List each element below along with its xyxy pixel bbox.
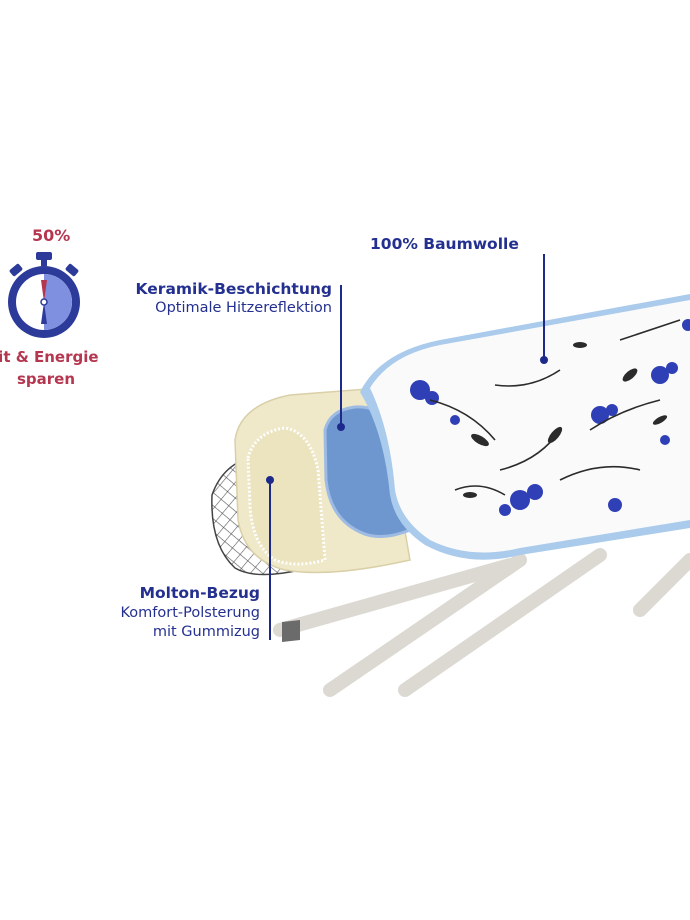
badge-percent: 50% <box>32 226 71 245</box>
floral-pattern <box>410 319 690 516</box>
baumwolle-title: 100% Baumwolle <box>370 235 519 253</box>
keramik-callout-dot <box>337 423 345 431</box>
molton-label: Molton-Bezug Komfort-Polsterung mit Gumm… <box>86 584 260 640</box>
stopwatch-icon <box>8 252 80 338</box>
badge-text-line1: eit & Energie <box>0 348 99 366</box>
baumwolle-label: 100% Baumwolle <box>370 235 519 253</box>
keramik-title: Keramik-Beschichtung <box>135 280 332 298</box>
molton-callout-dot <box>266 476 274 484</box>
keramik-subtitle: Optimale Hitzereflektion <box>155 300 332 316</box>
molton-line1: Komfort-Polsterung <box>120 605 260 621</box>
cotton-cover <box>370 300 690 553</box>
baumwolle-callout-dot <box>540 356 548 364</box>
molton-callout-line <box>269 480 271 640</box>
baumwolle-callout-line <box>543 254 545 358</box>
keramik-callout-line <box>340 285 342 425</box>
molton-title: Molton-Bezug <box>139 584 260 602</box>
molton-line2: mit Gummizug <box>152 624 260 640</box>
keramik-label: Keramik-Beschichtung Optimale Hitzerefle… <box>108 280 332 316</box>
badge-text-line2: sparen <box>17 370 76 388</box>
